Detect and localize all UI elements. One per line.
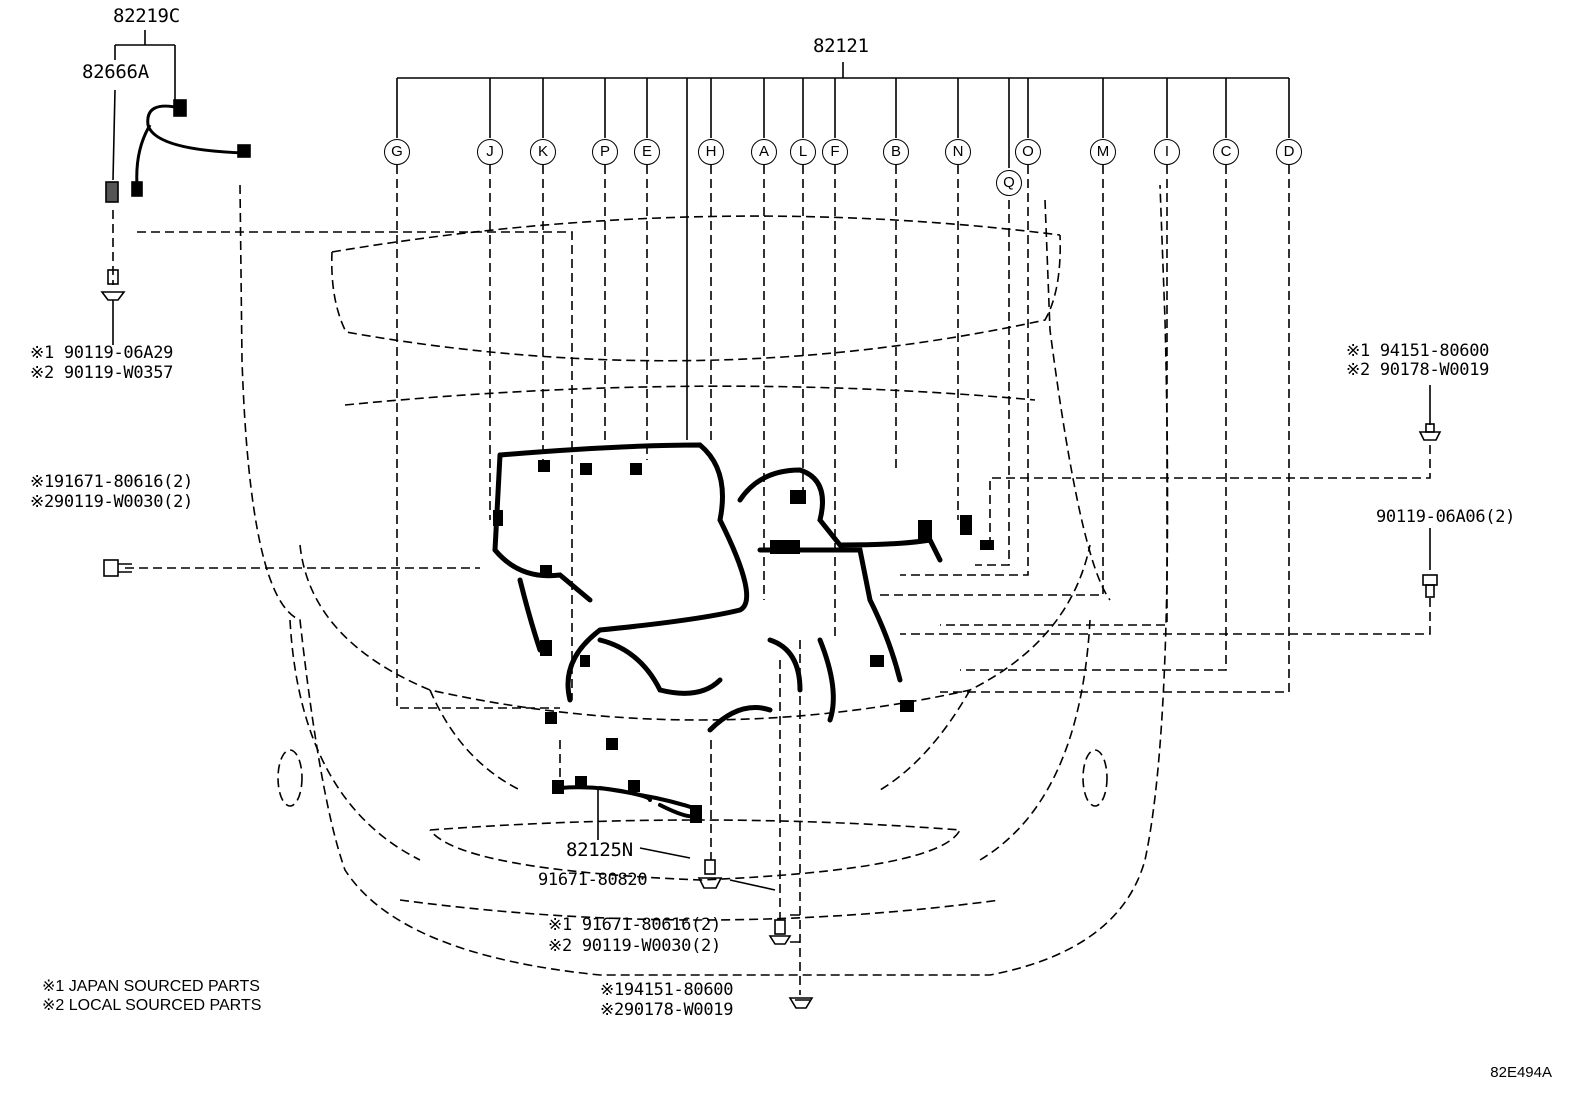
- callout-Q: Q: [996, 170, 1022, 196]
- callout-O: O: [1015, 139, 1041, 165]
- diagram-code: 82E494A: [1490, 1064, 1552, 1081]
- fastener-right-mid-1: 90119-06A06(2): [1376, 507, 1516, 527]
- bumper: [429, 819, 962, 881]
- fog-lamp-left: [277, 749, 303, 807]
- headlamp-right: [879, 689, 971, 791]
- callout-E: E: [634, 139, 660, 165]
- bracket-82219C: [114, 30, 176, 100]
- engine-bay: [299, 544, 1091, 721]
- sub-harness-82219C: [135, 104, 246, 186]
- fender-left: [289, 619, 421, 861]
- callout-F: F: [822, 139, 848, 165]
- nut-icon-bottom-3: [788, 997, 814, 1009]
- bolt-icon-bottom-2: [768, 919, 792, 945]
- label-82219C: 82219C: [113, 5, 180, 27]
- fastener-bottom-2-2: ※2 90119-W0030(2): [548, 936, 721, 956]
- label-82125N: 82125N: [566, 839, 633, 861]
- callout-K: K: [530, 139, 556, 165]
- bolt-icon-left-mid: [103, 559, 132, 577]
- label-82666A: 82666A: [82, 61, 149, 83]
- bracket-82121: [396, 62, 1290, 440]
- body-left: [239, 184, 1169, 976]
- bolt-icon-bottom-1: [697, 859, 723, 889]
- nut-icon-right-top: [1418, 423, 1442, 441]
- fastener-left-top-2: ※2 90119-W0357: [30, 363, 174, 383]
- fastener-left-mid-1: ※191671-80616(2): [30, 472, 193, 492]
- callout-P: P: [592, 139, 618, 165]
- callout-H: H: [698, 139, 724, 165]
- headlamp-left: [429, 689, 521, 791]
- callout-G: G: [384, 139, 410, 165]
- callout-I: I: [1154, 139, 1180, 165]
- cowl: [344, 385, 1036, 406]
- hood-outline: [331, 215, 1061, 253]
- callout-N: N: [945, 139, 971, 165]
- fastener-bottom-3-2: ※290178-W0019: [600, 1000, 734, 1020]
- callout-J: J: [477, 139, 503, 165]
- hood-lower: [330, 234, 1062, 362]
- callout-A: A: [751, 139, 777, 165]
- note-japan-sourced: ※1 JAPAN SOURCED PARTS: [42, 978, 260, 995]
- bolt-icon-left-top: [100, 269, 126, 301]
- note-local-sourced: ※2 LOCAL SOURCED PARTS: [42, 997, 262, 1014]
- bolt-icon-right-mid: [1422, 574, 1438, 598]
- fastener-bottom-1: 91671-80820: [538, 870, 648, 890]
- callout-D: D: [1276, 139, 1302, 165]
- callout-B: B: [883, 139, 909, 165]
- fastener-left-mid-2: ※290119-W0030(2): [30, 492, 193, 512]
- fastener-left-top-1: ※1 90119-06A29: [30, 343, 174, 363]
- callout-C: C: [1213, 139, 1239, 165]
- fastener-bottom-3-1: ※194151-80600: [600, 980, 734, 1000]
- fog-lamp-right: [1082, 749, 1108, 807]
- callout-L: L: [790, 139, 816, 165]
- label-82121: 82121: [813, 35, 869, 57]
- fastener-bottom-2-1: ※1 91671-80616(2): [548, 915, 721, 935]
- fastener-right-top-2: ※2 90178-W0019: [1346, 360, 1490, 380]
- body-right-inner: [1044, 199, 1111, 601]
- lower-grille: [399, 899, 1001, 921]
- callout-M: M: [1090, 139, 1116, 165]
- fender-right: [979, 619, 1091, 861]
- fastener-right-top-1: ※1 94151-80600: [1346, 341, 1490, 361]
- engine-harness-82121: [492, 442, 943, 733]
